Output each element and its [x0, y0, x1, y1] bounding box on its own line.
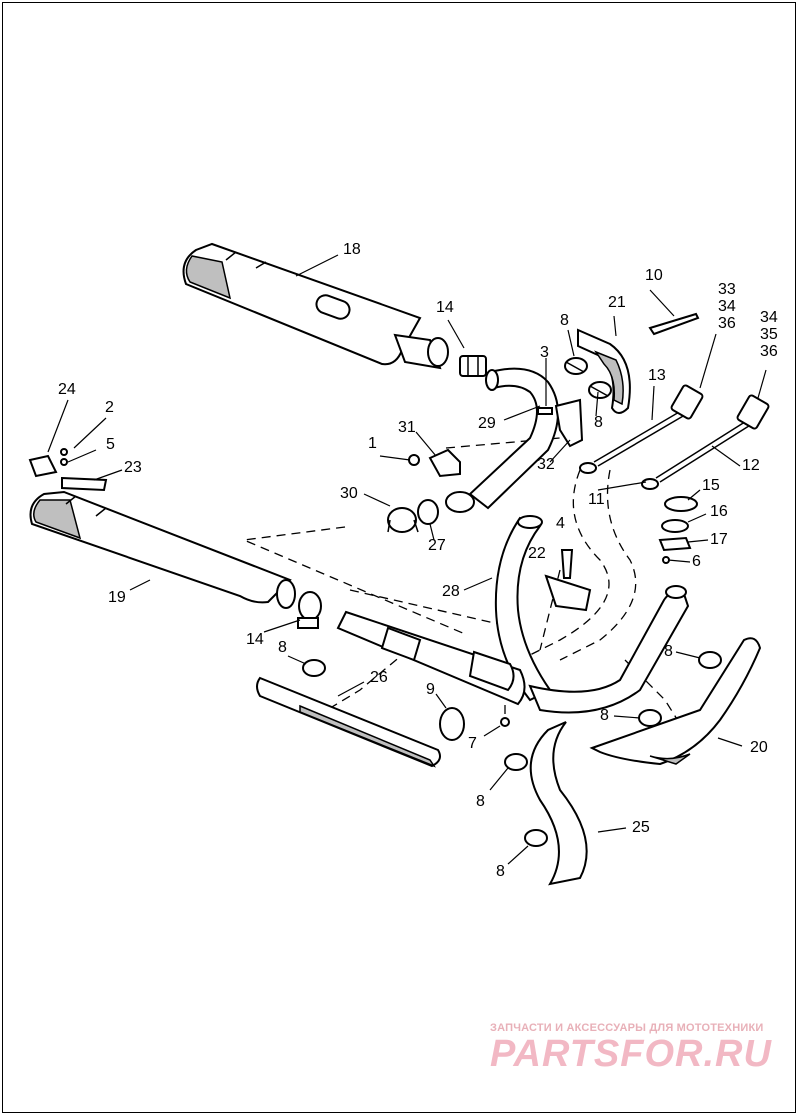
crossover-pipe: [336, 610, 526, 706]
clamp-8-c: [302, 659, 326, 677]
callout-12: 12: [742, 457, 760, 474]
clamp-8-f: [504, 753, 528, 771]
callout-36: 36: [718, 315, 736, 332]
callout-35: 35: [760, 326, 778, 343]
callout-14: 14: [436, 299, 454, 316]
callout-16: 16: [710, 503, 728, 520]
heat-shield-21: [577, 328, 631, 414]
callout-33: 33: [718, 281, 736, 298]
rear-header-lower: [528, 585, 690, 714]
callout-27: 27: [428, 537, 446, 554]
upper-muffler-18: [182, 242, 449, 370]
gasket-16: [661, 519, 689, 533]
callout-18: 18: [343, 241, 361, 258]
clamp-8-e: [638, 709, 662, 727]
callout-21: 21: [608, 294, 626, 311]
callout-29: 29: [478, 415, 496, 432]
watermark-caption: ЗАПЧАСТИ И АКСЕССУАРЫ ДЛЯ МОТОТЕХНИКИ: [490, 1022, 764, 1034]
callout-19: 19: [108, 589, 126, 606]
callout-26: 26: [370, 669, 388, 686]
nut-1: [408, 454, 420, 466]
bracket-32: [554, 398, 584, 448]
callout-8: 8: [594, 414, 603, 431]
callout-23: 23: [124, 459, 142, 476]
bracket-22: [544, 574, 592, 612]
callout-10: 10: [645, 267, 663, 284]
flange-17: [658, 536, 692, 552]
callout-1: 1: [368, 435, 377, 452]
bracket-24: [28, 454, 58, 478]
washer-5: [60, 458, 68, 466]
pin-10: [648, 312, 700, 336]
clamp-9: [439, 707, 465, 741]
callout-30: 30: [340, 485, 358, 502]
callout-8: 8: [496, 863, 505, 880]
clamp-8-d: [698, 651, 722, 669]
callout-31: 31: [398, 419, 416, 436]
clamp-8-g: [524, 829, 548, 847]
callout-4: 4: [556, 515, 565, 532]
oxygen-sensor-12: [641, 394, 770, 490]
bracket-31: [428, 448, 461, 478]
callout-8: 8: [600, 707, 609, 724]
callout-8: 8: [664, 643, 673, 660]
clamp-14-upper: [459, 355, 487, 377]
lower-muffler-19: [29, 490, 296, 609]
callout-8: 8: [476, 793, 485, 810]
callout-13: 13: [648, 367, 666, 384]
callout-15: 15: [702, 477, 720, 494]
callout-8: 8: [560, 312, 569, 329]
plate-23: [61, 476, 108, 492]
callout-22: 22: [528, 545, 546, 562]
screw-2: [60, 448, 68, 456]
bolt-4: [560, 549, 574, 579]
callout-17: 17: [710, 531, 728, 548]
heat-shield-25: [529, 721, 588, 886]
clamp-14-lower: [297, 591, 322, 629]
callout-25: 25: [632, 819, 650, 836]
callout-32: 32: [537, 456, 555, 473]
ring-27: [417, 499, 439, 525]
nut-7: [500, 717, 510, 727]
rear-header-pipe-29: [468, 367, 559, 510]
oxygen-sensor-13: [579, 384, 704, 474]
callout-34: 34: [718, 298, 736, 315]
callout-2: 2: [105, 399, 114, 416]
callout-8: 8: [278, 639, 287, 656]
gasket-15: [664, 496, 698, 512]
heat-shield-20: [589, 637, 762, 766]
pipe-end-29: [445, 491, 475, 513]
callout-24: 24: [58, 381, 76, 398]
bolt-3: [537, 407, 553, 415]
callout-9: 9: [426, 681, 435, 698]
clamp-8-top-b: [588, 381, 612, 399]
callout-20: 20: [750, 739, 768, 756]
callout-3: 3: [540, 344, 549, 361]
callout-14: 14: [246, 631, 264, 648]
heat-shield-26: [256, 676, 441, 768]
callout-36: 36: [760, 343, 778, 360]
callout-6: 6: [692, 553, 701, 570]
callout-7: 7: [468, 735, 477, 752]
leader-lines: [47, 254, 767, 865]
watermark-logo: PARTSFOR.RU: [490, 1033, 772, 1075]
callout-11: 11: [588, 491, 605, 508]
callout-28: 28: [442, 583, 460, 600]
callout-34: 34: [760, 309, 778, 326]
callout-5: 5: [106, 436, 115, 453]
clamp-30: [387, 507, 419, 533]
clamp-8-top-a: [564, 357, 588, 375]
